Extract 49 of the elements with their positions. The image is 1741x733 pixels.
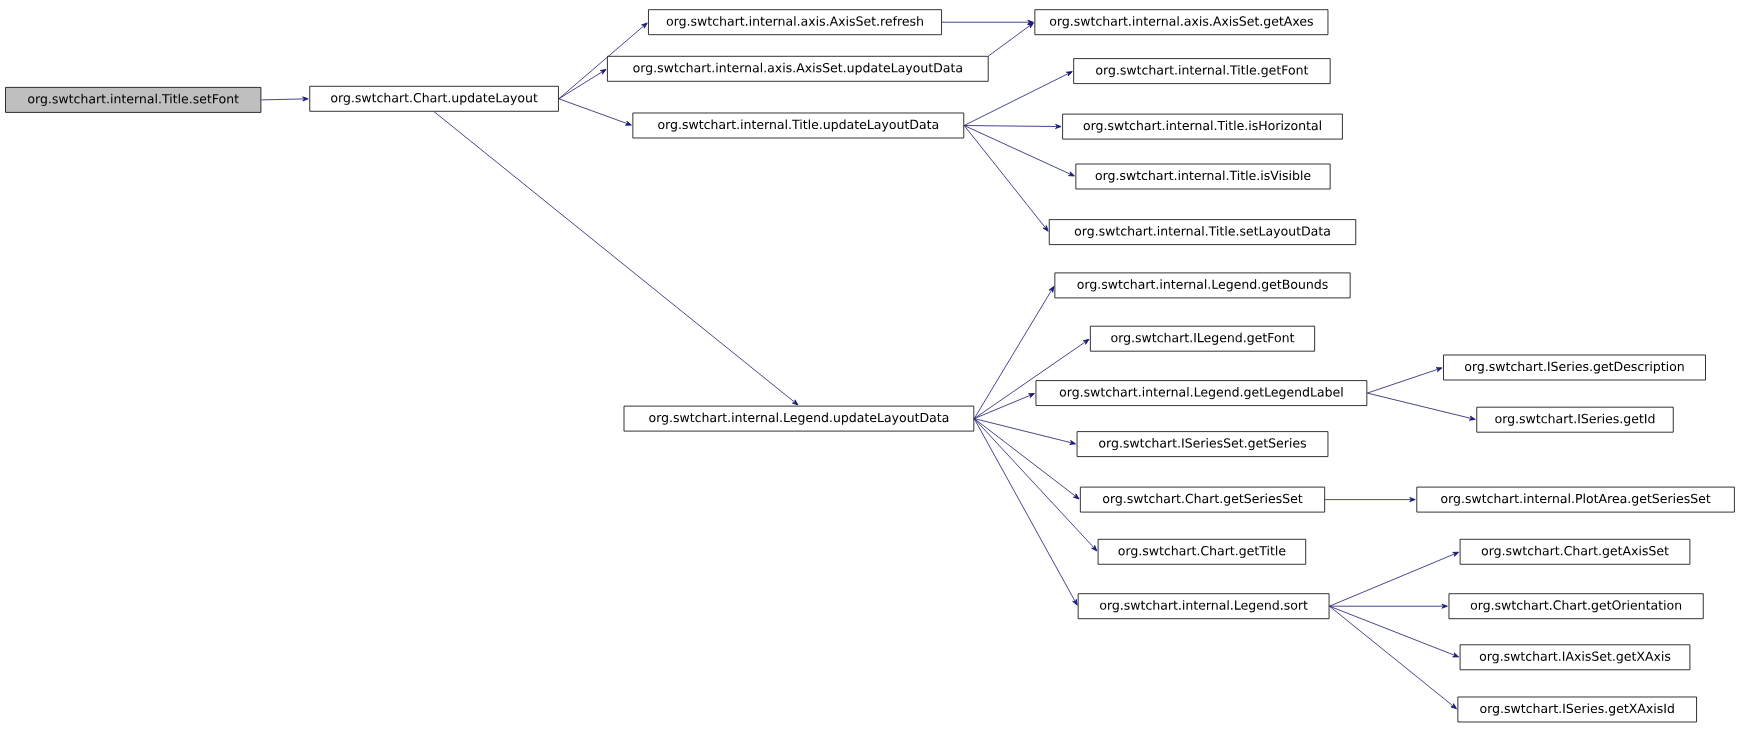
arrow	[1366, 367, 1443, 394]
function-box: org.swtchart.internal.Legend.sort	[1077, 593, 1330, 620]
function-box: org.swtchart.internal.Title.updateLayoutData	[632, 112, 965, 139]
arrow	[558, 69, 607, 100]
function-box: org.swtchart.internal.axis.AxisSet.getAxes	[1034, 9, 1329, 36]
arrow	[963, 125, 1049, 232]
arrow	[973, 338, 1090, 419]
arrow	[973, 418, 1076, 445]
arrow	[963, 125, 1075, 177]
function-box: org.swtchart.internal.Legend.getBounds	[1054, 272, 1351, 299]
arrow	[1329, 551, 1460, 607]
arrow	[558, 98, 632, 126]
arrow	[973, 393, 1035, 419]
function-box: org.swtchart.Chart.getSeriesSet	[1079, 486, 1326, 513]
function-box: org.swtchart.Chart.getAxisSet	[1459, 538, 1691, 565]
function-box: org.swtchart.Chart.getTitle	[1097, 538, 1307, 565]
function-box: org.swtchart.internal.Legend.getLegendLabel	[1035, 380, 1368, 406]
arrow	[1329, 605, 1457, 710]
arrow	[941, 19, 1034, 25]
arrow	[963, 124, 1062, 129]
arrow	[1366, 392, 1476, 421]
function-box: org.swtchart.ISeries.getDescription	[1443, 354, 1706, 381]
function-box: org.swtchart.ISeries.getId	[1476, 406, 1674, 433]
arrow	[963, 71, 1073, 126]
function-box: org.swtchart.internal.axis.AxisSet.updateLayoutData	[607, 55, 989, 82]
function-box: org.swtchart.internal.Title.setLayoutData	[1048, 219, 1357, 245]
function-box: org.swtchart.internal.axis.AxisSet.refresh	[648, 9, 942, 36]
arrow	[973, 418, 1098, 552]
function-box: org.swtchart.internal.Title.isHorizontal	[1062, 113, 1343, 140]
function-box: org.swtchart.internal.Title.setFont	[5, 87, 262, 113]
function-box: org.swtchart.ILegend.getFont	[1089, 325, 1316, 352]
arrow	[973, 418, 1078, 606]
arrow	[1324, 497, 1416, 503]
function-box: org.swtchart.ISeries.getXAxisId	[1457, 696, 1697, 723]
function-box: org.swtchart.internal.Title.isVisible	[1075, 163, 1331, 190]
function-box: org.swtchart.internal.PlotArea.getSeriesSet	[1416, 486, 1735, 513]
arrow	[1329, 605, 1460, 658]
arrow	[558, 22, 648, 100]
arrow	[988, 22, 1034, 57]
function-box: org.swtchart.Chart.getOrientation	[1448, 593, 1704, 620]
function-box: org.swtchart.Chart.updateLayout	[309, 85, 559, 112]
arrow	[260, 96, 309, 102]
arrow	[433, 111, 799, 406]
function-box: org.swtchart.IAxisSet.getXAxis	[1459, 644, 1691, 671]
function-box: org.swtchart.internal.Legend.updateLayoutData	[623, 405, 975, 432]
function-box: org.swtchart.internal.Title.getFont	[1073, 58, 1331, 84]
arrow	[1329, 603, 1448, 609]
arrow	[973, 285, 1055, 419]
function-box: org.swtchart.ISeriesSet.getSeries	[1076, 431, 1329, 457]
